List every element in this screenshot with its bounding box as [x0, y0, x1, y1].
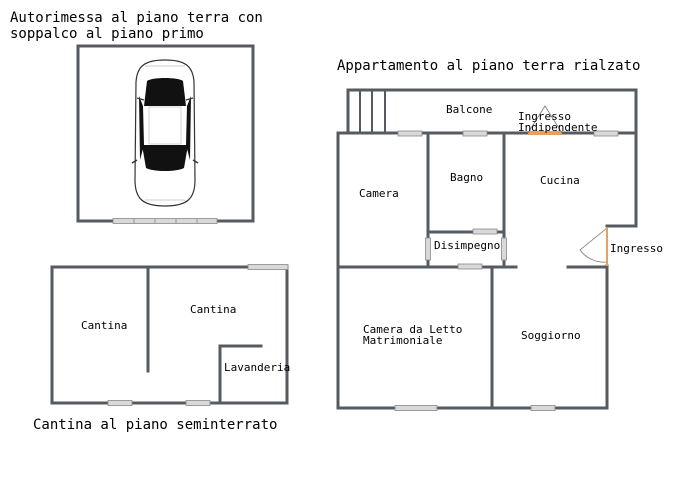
door-swing-icon — [579, 227, 608, 263]
window — [530, 405, 556, 411]
window — [107, 400, 133, 406]
garage-plan — [76, 44, 255, 224]
room-lavanderia: Lavanderia — [224, 361, 290, 374]
balcony-outline — [346, 88, 638, 135]
garage-title-line1: Autorimessa al piano terra con — [10, 10, 263, 26]
window — [472, 228, 498, 235]
window — [425, 237, 431, 261]
car-icon — [131, 59, 199, 207]
cellar-title: Cantina al piano seminterrato — [33, 417, 277, 433]
room-bagno: Bagno — [450, 171, 483, 184]
apartment-plan: Balcone Ingresso Indipendente Camera Bag… — [336, 88, 663, 411]
room-camera: Camera — [359, 187, 399, 200]
entrance-door-accent — [528, 131, 562, 135]
window — [397, 130, 423, 137]
apartment-title: Appartamento al piano terra rialzato — [337, 58, 640, 74]
door-swing-icon — [527, 105, 563, 134]
room-soggiorno: Soggiorno — [521, 329, 581, 342]
cellar-walls — [50, 265, 289, 405]
room-cucina: Cucina — [540, 174, 580, 187]
room-ingresso-indipendente-2: Indipendente — [518, 121, 597, 134]
room-ingresso-indipendente-1: Ingresso — [518, 110, 571, 123]
room-disimpegno: Disimpegno — [434, 239, 500, 252]
window — [247, 264, 289, 270]
room-ingresso: Ingresso — [610, 242, 663, 255]
window — [185, 400, 211, 406]
garage-door-window — [112, 218, 218, 224]
room-balcone: Balcone — [446, 103, 492, 116]
room-camera-letto-2: Matrimoniale — [363, 334, 442, 347]
stairs-icon — [359, 90, 386, 133]
window — [501, 237, 507, 261]
room-cantina-2: Cantina — [190, 303, 236, 316]
room-cantina-1: Cantina — [81, 319, 127, 332]
window — [457, 263, 483, 270]
garage-title-line2: soppalco al piano primo — [10, 26, 204, 42]
window — [462, 130, 488, 137]
window — [593, 130, 619, 137]
room-camera-letto-1: Camera da Letto — [363, 323, 462, 336]
window — [394, 405, 438, 411]
cellar-plan: Cantina Cantina Lavanderia — [50, 264, 290, 406]
